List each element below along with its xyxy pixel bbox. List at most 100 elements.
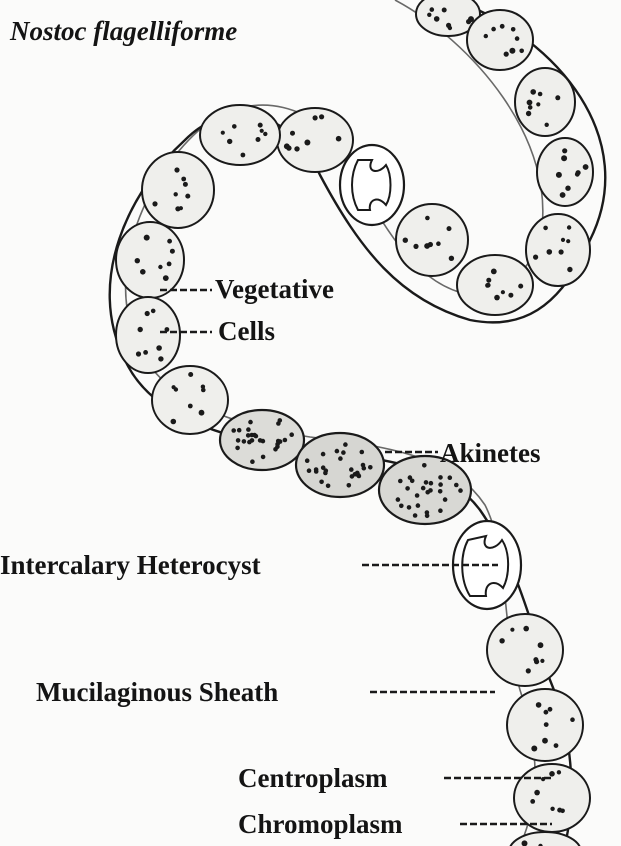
stipple-dot (201, 388, 206, 393)
stipple-dot (534, 659, 539, 664)
stipple-dot (583, 164, 589, 170)
stipple-dot (468, 16, 474, 22)
stipple-dot (356, 473, 361, 478)
stipple-dot (236, 438, 241, 443)
stipple-dot (256, 137, 261, 142)
stipple-dot (562, 148, 567, 153)
stipple-dot (547, 249, 553, 255)
stipple-dot (416, 503, 421, 508)
diagram-title: Nostoc flagelliforme (9, 16, 237, 46)
stipple-dot (199, 410, 205, 416)
stipple-dot (528, 105, 533, 110)
stipple-dot (494, 295, 500, 301)
stipple-dot (542, 738, 548, 744)
stipple-dot (442, 8, 447, 13)
stipple-dot (273, 447, 278, 452)
stipple-dot (438, 475, 443, 480)
stipple-dot (152, 201, 157, 206)
stipple-dot (485, 283, 490, 288)
stipple-dot (321, 452, 326, 457)
stipple-dot (527, 100, 533, 106)
stipple-dot (448, 26, 452, 30)
stipple-dot (313, 115, 318, 120)
stipple-dot (491, 27, 496, 32)
stipple-dot (167, 262, 172, 267)
stipple-dot (427, 13, 431, 17)
stipple-dot (530, 799, 535, 804)
stipple-dot (567, 267, 572, 272)
stipple-dot (336, 136, 342, 142)
stipple-dot (135, 258, 140, 263)
stipple-dot (540, 659, 544, 663)
stipple-dot (526, 668, 531, 673)
stipple-dot (405, 486, 410, 491)
stipple-dot (561, 155, 567, 161)
stipple-dot (323, 471, 328, 476)
stipple-dot (557, 808, 562, 813)
stipple-dot (567, 225, 571, 229)
stipple-dot (163, 275, 169, 281)
stipple-dot (145, 311, 150, 316)
stipple-dot (557, 770, 561, 774)
stipple-dot (438, 508, 443, 513)
stipple-dot (443, 497, 448, 502)
cell-group-arc (116, 105, 353, 434)
stipple-dot (360, 450, 365, 455)
stipple-dot (231, 428, 236, 433)
stipple-dot (549, 771, 555, 777)
stipple-dot (136, 351, 141, 356)
stipple-dot (347, 483, 352, 488)
vegetative-cell (487, 614, 563, 686)
stipple-dot (448, 475, 453, 480)
stipple-dot (531, 746, 537, 752)
stipple-dot (530, 89, 536, 95)
vegetative-cell (200, 105, 280, 165)
vegetative-cell (142, 152, 214, 228)
stipple-dot (174, 167, 179, 172)
stipple-dot (235, 446, 240, 451)
stipple-dot (559, 249, 564, 254)
stipple-dot (544, 710, 549, 715)
stipple-dot (534, 790, 540, 796)
stipple-dot (484, 34, 488, 38)
stipple-dot (335, 449, 340, 454)
stipple-dot (172, 385, 176, 389)
stipple-dot (254, 434, 259, 439)
stipple-dot (227, 139, 232, 144)
stipple-dot (438, 482, 443, 487)
stipple-dot (538, 642, 544, 648)
stipple-dot (449, 256, 454, 261)
stipple-dot (533, 255, 538, 260)
stipple-dot (185, 194, 190, 199)
stipple-dot (491, 269, 497, 275)
stipple-dot (343, 442, 348, 447)
vegetative-cell (467, 10, 533, 70)
vegetative-cell (526, 214, 590, 286)
stipple-dot (140, 269, 146, 275)
stipple-dot (158, 356, 163, 361)
stipple-dot (504, 52, 509, 57)
label-sheath: Mucilaginous Sheath (36, 677, 278, 707)
stipple-dot (368, 465, 373, 470)
stipple-dot (188, 372, 193, 377)
stipple-dot (561, 238, 565, 242)
stipple-dot (250, 459, 255, 464)
stipple-dot (158, 265, 162, 269)
stipple-dot (289, 432, 294, 437)
label-akinetes: Akinetes (440, 438, 541, 468)
stipple-dot (515, 36, 520, 41)
stipple-dot (232, 124, 237, 129)
stipple-dot (508, 293, 513, 298)
stipple-dot (570, 717, 575, 722)
stipple-dot (275, 442, 280, 447)
stipple-dot (565, 186, 570, 191)
stipple-dot (425, 510, 430, 515)
stipple-dot (398, 479, 403, 484)
stipple-dot (341, 450, 346, 455)
stipple-dot (543, 226, 548, 231)
stipple-dot (544, 722, 549, 727)
stipple-dot (246, 427, 251, 432)
stipple-dot (171, 419, 177, 425)
stipple-dot (556, 172, 562, 178)
